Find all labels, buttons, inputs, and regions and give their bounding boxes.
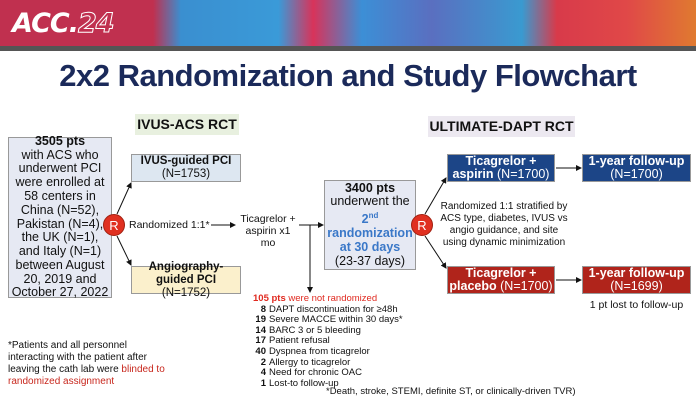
enrollment-box: 3505 pts with ACS who underwent PCI were… [8, 133, 112, 300]
strat-line: angio guidance, and site [449, 225, 559, 236]
followup-n: (N=1699) [610, 279, 663, 293]
arm-line: Ticagrelor + [465, 266, 537, 280]
second-range: (23-37 days) [334, 253, 406, 268]
second-blue-line: randomization [327, 226, 413, 241]
arm-n: (N=1753) [161, 168, 211, 180]
ivus-acs-label: IVUS-ACS RCT [135, 114, 239, 135]
enroll-line: between August [15, 257, 105, 272]
enroll-line: 58 centers in [24, 188, 96, 203]
reason-text: DAPT discontinuation for ≥48h [269, 303, 398, 315]
acc24-logo: ACC.24 [12, 8, 115, 40]
arm-n: (N=1700) [496, 279, 553, 293]
excluded-count: 105 pts [253, 293, 286, 304]
arm-drug: aspirin [452, 167, 494, 181]
followup-label: 1-year follow-up [588, 154, 685, 168]
arm-line: Ticagrelor + [465, 154, 537, 168]
stratification-note: Randomized 1:1 stratified by ACS type, d… [437, 201, 571, 249]
strat-line: ACS type, diabetes, IVUS vs [440, 213, 568, 224]
ultimate-dapt-label: ULTIMATE-DAPT RCT [428, 116, 575, 137]
placebo-arm: Ticagrelor + placebo (N=1700) [447, 266, 555, 294]
randomized-label: Randomized 1:1* [129, 219, 210, 231]
blinding-footnote: *Patients and all personnel interacting … [8, 340, 166, 388]
strat-line: Randomized 1:1 stratified by [440, 201, 568, 212]
banner-divider [0, 46, 696, 51]
reason-text: BARC 3 or 5 bleeding [269, 324, 361, 336]
strat-line: using dynamic minimization [442, 237, 566, 248]
enrolled-count: 3505 pts [34, 133, 86, 148]
followup-n: (N=1700) [610, 167, 663, 181]
arm-name: Angiography-guided PCI [148, 260, 224, 286]
reason-count: 40 [255, 345, 266, 357]
ordinal: 2 [361, 212, 369, 227]
arm-drug: placebo [449, 279, 497, 293]
excluded-header: were not randomized [285, 293, 378, 304]
reason-count: 1 [260, 377, 266, 389]
ordinal-suffix: nd [368, 211, 379, 221]
ivus-guided-arm: IVUS-guided PCI (N=1753) [131, 154, 241, 182]
enroll-line: were enrolled at [15, 175, 105, 190]
reason-text: Allergy to ticagrelor [269, 356, 351, 368]
angio-guided-arm: Angiography-guided PCI (N=1752) [131, 261, 241, 299]
reason-text: Need for chronic OAC [269, 367, 362, 379]
reason-text: Dyspnea from ticagrelor [269, 345, 370, 357]
placebo-followup: 1-year follow-up (N=1699) [582, 266, 691, 294]
footnote-highlight: blinded to randomized assignment [8, 364, 165, 387]
enroll-line: China (N=52), [20, 202, 100, 217]
treatment-line: aspirin x1 mo [245, 225, 291, 249]
enroll-line: with ACS who [21, 147, 99, 162]
footnote-text: *Patients and all personnel interacting … [8, 340, 147, 375]
reason-count: 17 [255, 335, 266, 347]
reason-count: 8 [260, 303, 266, 315]
reason-count: 2 [260, 356, 266, 368]
second-blue-line: at 30 days [339, 239, 401, 254]
arm-n: (N=1700) [493, 167, 550, 181]
dapt-treatment: Ticagrelor + aspirin x1 mo [237, 213, 299, 249]
enroll-line: October 27, 2022 [11, 285, 109, 300]
reason-count: 4 [260, 367, 266, 379]
enroll-line: the UK (N=1), [21, 230, 99, 245]
second-line: underwent the [330, 194, 410, 209]
enroll-line: 20, 2019 and [23, 271, 97, 286]
reason-text: Severe MACCE within 30 days* [269, 314, 403, 326]
lost-to-followup: 1 pt lost to follow-up [589, 299, 684, 311]
aspirin-arm: Ticagrelor + aspirin (N=1700) [447, 154, 555, 182]
page-title: 2x2 Randomization and Study Flowchart [59, 58, 637, 93]
enroll-line: Pakistan (N=4), [16, 216, 104, 231]
second-count: 3400 pts [344, 180, 396, 195]
randomization-r-icon: R [103, 214, 125, 236]
reason-count: 19 [255, 314, 266, 326]
macce-footnote: *Death, stroke, STEMI, definite ST, or c… [326, 386, 576, 397]
enroll-line: and Italy (N=1) [18, 244, 102, 259]
reason-text: Patient refusal [269, 335, 330, 347]
treatment-line: Ticagrelor + [240, 213, 296, 225]
second-randomization-box: 3400 pts underwent the 2nd randomization… [324, 180, 416, 270]
arm-n: (N=1752) [161, 286, 211, 299]
randomization-r-icon: R [411, 214, 433, 236]
reason-count: 14 [255, 324, 266, 336]
arm-name: IVUS-guided PCI [140, 155, 232, 167]
conference-banner [0, 0, 696, 46]
enroll-line: underwent PCI [18, 161, 102, 176]
followup-label: 1-year follow-up [588, 266, 685, 280]
reason-text: Lost-to follow-up [269, 377, 339, 389]
aspirin-followup: 1-year follow-up (N=1700) [582, 154, 691, 182]
